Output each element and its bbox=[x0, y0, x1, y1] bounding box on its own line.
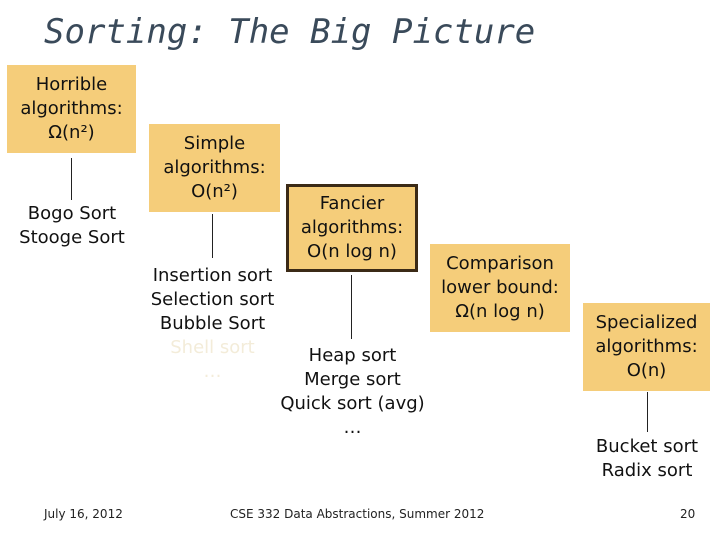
box-line: algorithms: bbox=[20, 98, 123, 119]
list-item-faded: Shell sort bbox=[170, 337, 255, 358]
list-item: Heap sort bbox=[308, 345, 397, 366]
slide-title: Sorting: The Big Picture bbox=[44, 12, 536, 52]
box-line: Horrible bbox=[35, 74, 108, 95]
list-item: Merge sort bbox=[304, 369, 401, 390]
list-item-faded: … bbox=[203, 361, 222, 382]
footer-course: CSE 332 Data Abstractions, Summer 2012 bbox=[230, 507, 485, 521]
horrible-algorithms-list: Bogo Sort Stooge Sort bbox=[7, 202, 137, 250]
horrible-algorithms-box: Horrible algorithms: Ω(n²) bbox=[7, 65, 136, 153]
box-line: Simple bbox=[183, 133, 246, 154]
footer-page-number: 20 bbox=[680, 507, 696, 521]
list-item: Quick sort (avg) bbox=[280, 393, 425, 414]
list-item: Bogo Sort bbox=[27, 203, 117, 224]
box-line: O(n²) bbox=[191, 181, 238, 202]
fancier-algorithms-box: Fancier algorithms: O(n log n) bbox=[286, 184, 418, 272]
connector-line bbox=[71, 158, 72, 200]
box-line: Specialized bbox=[595, 312, 698, 333]
list-item: Insertion sort bbox=[152, 265, 273, 286]
box-line: Ω(n²) bbox=[48, 122, 95, 143]
list-item: Stooge Sort bbox=[19, 227, 125, 248]
box-line: lower bound: bbox=[441, 277, 559, 298]
footer-date: July 16, 2012 bbox=[44, 507, 123, 521]
simple-algorithms-box: Simple algorithms: O(n²) bbox=[149, 124, 280, 212]
connector-line bbox=[212, 214, 213, 258]
box-line: O(n) bbox=[626, 360, 667, 381]
list-item: … bbox=[343, 417, 362, 438]
comparison-lower-bound-box: Comparison lower bound: Ω(n log n) bbox=[430, 244, 570, 332]
specialized-algorithms-list: Bucket sort Radix sort bbox=[583, 435, 711, 483]
list-item: Radix sort bbox=[601, 460, 693, 481]
box-line: Comparison bbox=[446, 253, 554, 274]
list-item: Bucket sort bbox=[595, 436, 699, 457]
box-line: Ω(n log n) bbox=[455, 301, 545, 322]
box-line: Fancier bbox=[319, 193, 385, 214]
box-line: O(n log n) bbox=[307, 241, 397, 262]
connector-line bbox=[647, 392, 648, 432]
specialized-algorithms-box: Specialized algorithms: O(n) bbox=[583, 303, 710, 391]
fancier-algorithms-list: Heap sort Merge sort Quick sort (avg) … bbox=[265, 344, 440, 440]
box-line: algorithms: bbox=[300, 217, 404, 238]
box-line: algorithms: bbox=[163, 157, 266, 178]
list-item: Bubble Sort bbox=[159, 313, 266, 334]
box-line: algorithms: bbox=[595, 336, 698, 357]
simple-algorithms-list: Insertion sort Selection sort Bubble Sor… bbox=[140, 264, 285, 384]
list-item: Selection sort bbox=[150, 289, 275, 310]
connector-line bbox=[351, 275, 352, 339]
